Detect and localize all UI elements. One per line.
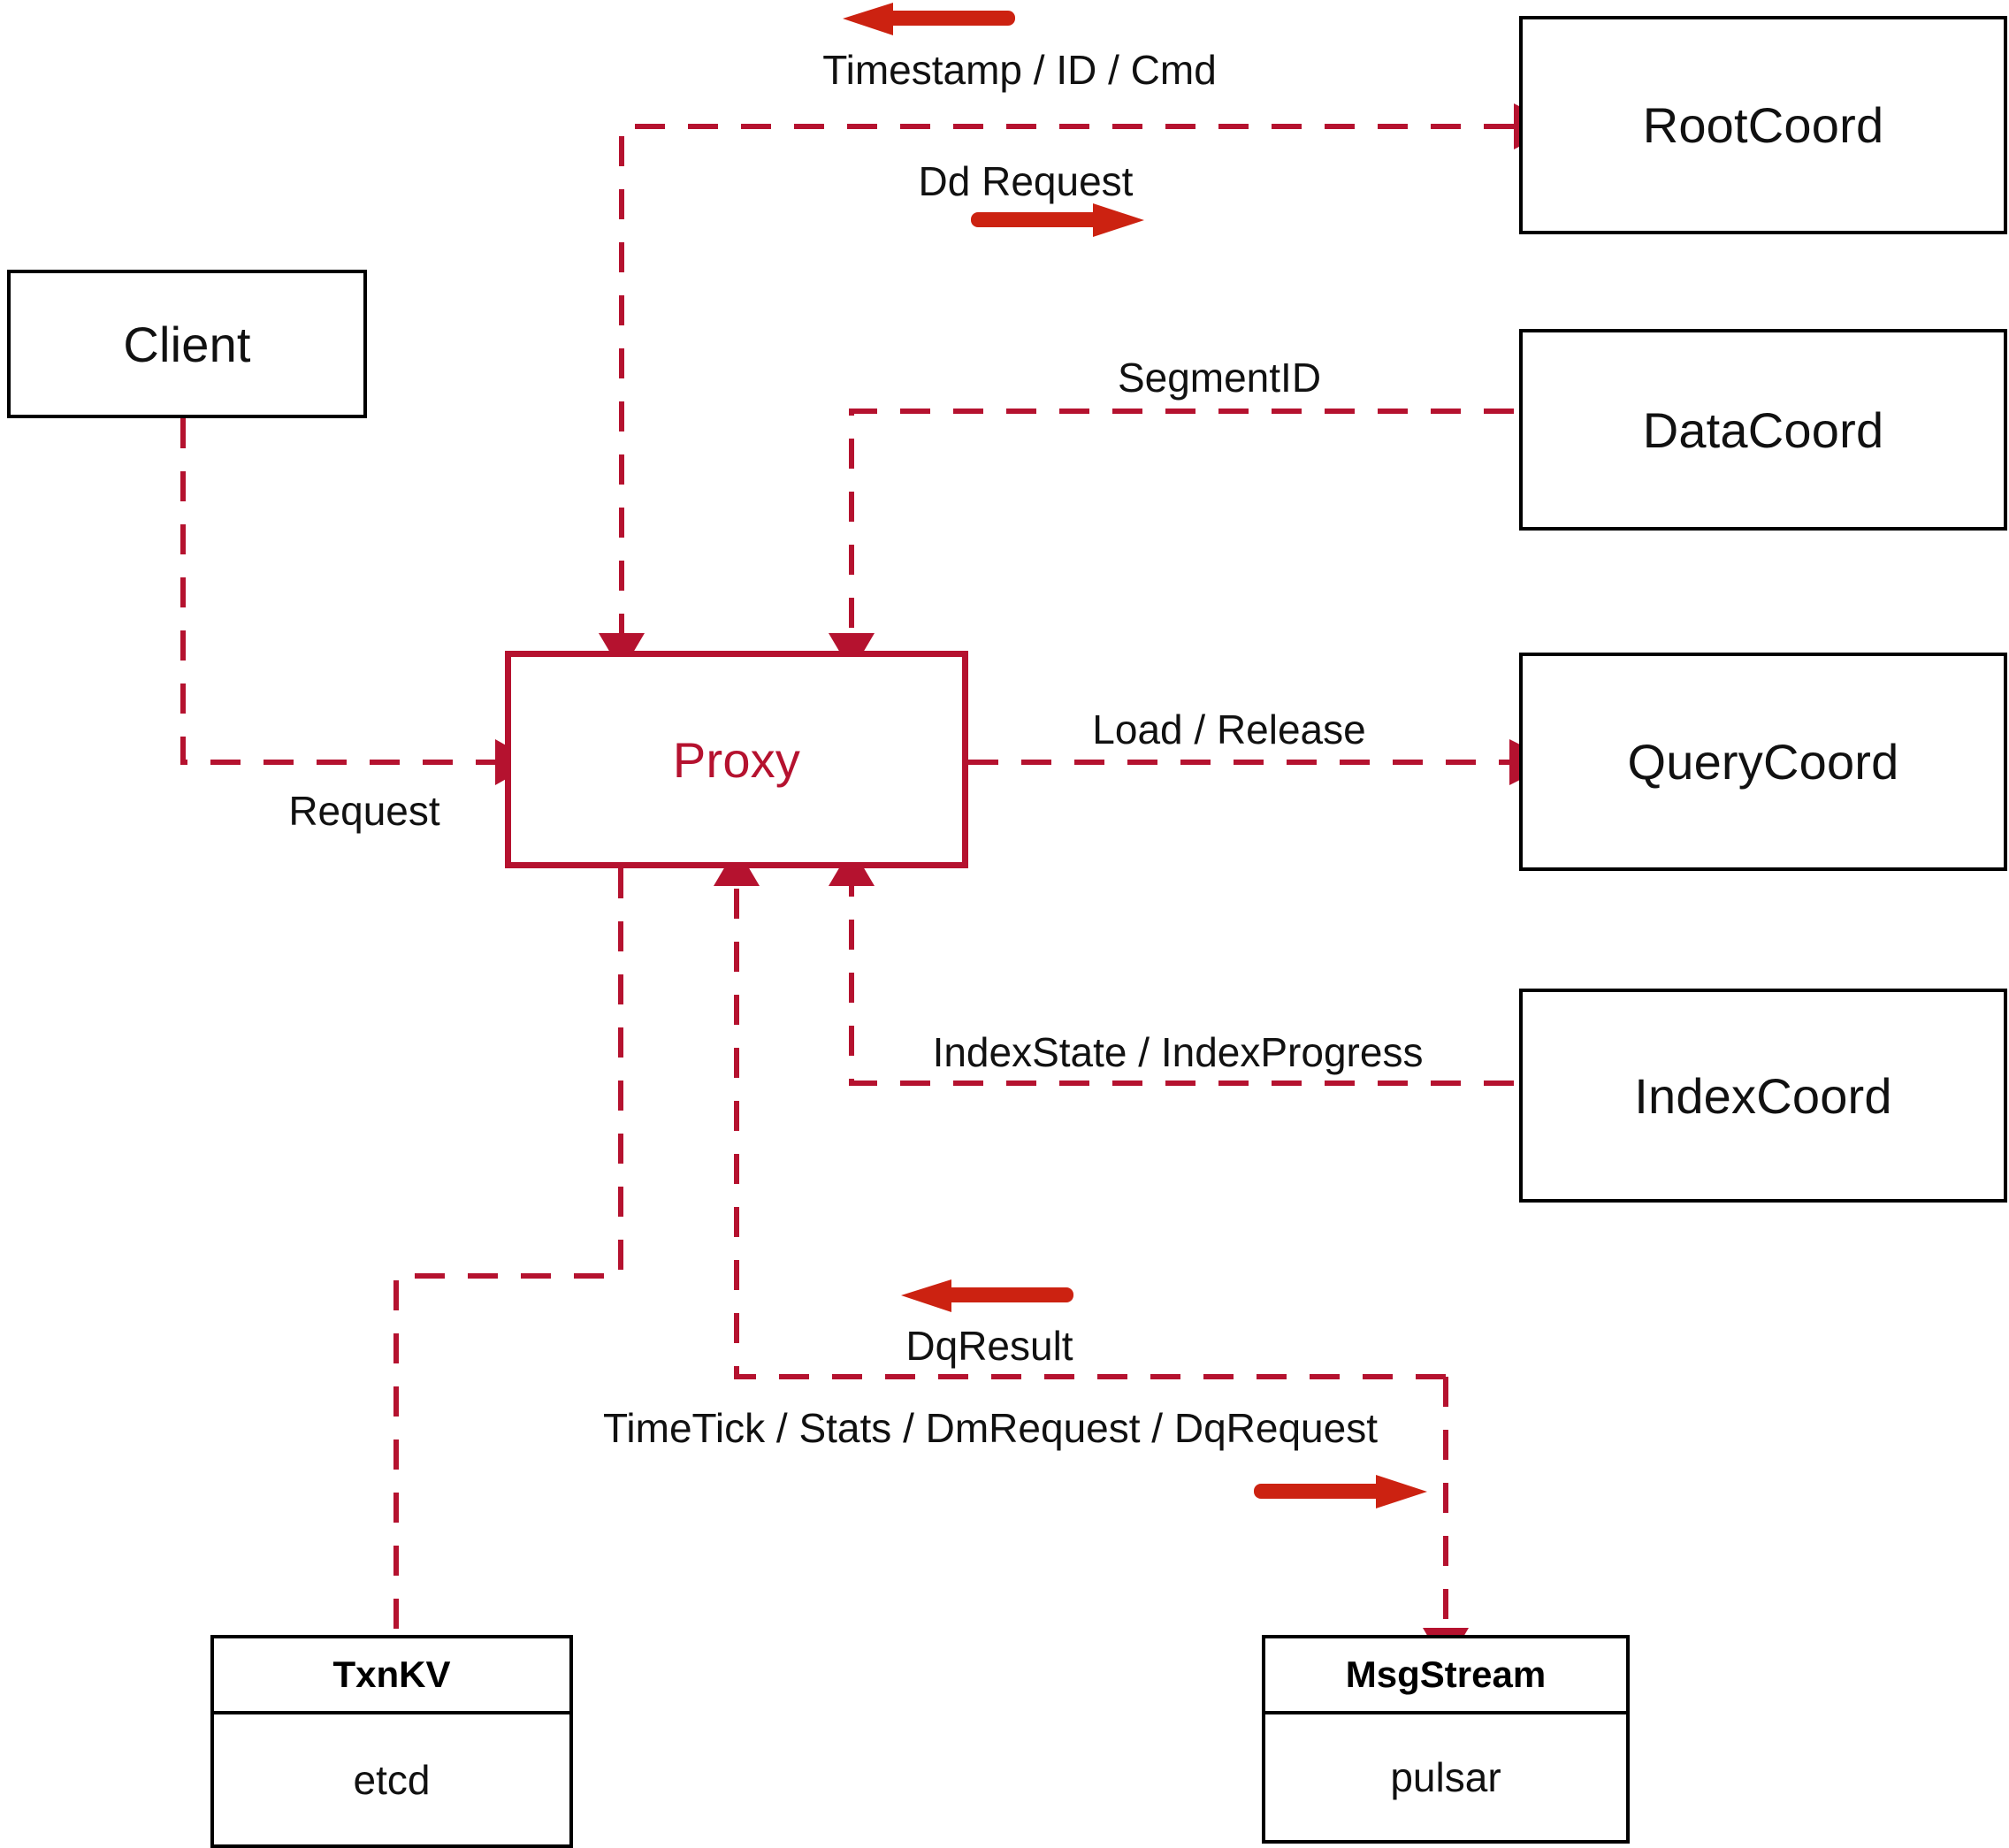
node-querycoord-label: QueryCoord (1627, 734, 1899, 790)
node-indexcoord[interactable]: IndexCoord (1519, 989, 2007, 1203)
node-querycoord[interactable]: QueryCoord (1519, 653, 2007, 871)
link-proxy-to-txnkv (393, 868, 623, 1631)
edge-label-dd-request: Dd Request (918, 158, 1134, 204)
arrow-dqresult-left (901, 1279, 1073, 1312)
node-rootcoord[interactable]: RootCoord (1519, 16, 2007, 234)
link-msgstream-to-proxy (734, 878, 1446, 1379)
link-rootcoord-to-proxy (619, 124, 1514, 641)
node-msgstream-impl: pulsar (1390, 1754, 1501, 1800)
node-txnkv-impl: etcd (353, 1756, 431, 1803)
node-indexcoord-label: IndexCoord (1634, 1067, 1892, 1124)
link-datacoord-to-proxy (849, 409, 1514, 641)
node-datacoord-label: DataCoord (1642, 401, 1884, 458)
edge-label-dq-result: DqResult (905, 1323, 1073, 1369)
edge-label-timetick-stats: TimeTick / Stats / DmRequest / DqRequest (603, 1405, 1378, 1451)
edge-label-timestamp-id-cmd: Timestamp / ID / Cmd (822, 47, 1217, 93)
node-txnkv-title: TxnKV (332, 1653, 451, 1695)
edge-label-segment-id: SegmentID (1117, 355, 1322, 401)
edge-label-request: Request (288, 788, 440, 834)
arrow-ddrequest-right (971, 203, 1144, 237)
node-txnkv-body: etcd (214, 1714, 569, 1844)
node-client-label: Client (123, 316, 251, 372)
node-msgstream[interactable]: MsgStream pulsar (1262, 1635, 1630, 1844)
edge-label-load-release: Load / Release (1092, 706, 1366, 752)
node-msgstream-title: MsgStream (1345, 1653, 1547, 1695)
node-msgstream-header: MsgStream (1265, 1638, 1626, 1714)
node-msgstream-body: pulsar (1265, 1714, 1626, 1840)
node-txnkv[interactable]: TxnKV etcd (210, 1635, 573, 1848)
node-proxy-label: Proxy (672, 731, 801, 788)
arrow-timestamp-left (843, 3, 1015, 35)
link-indexcoord-to-proxy (849, 878, 1514, 1086)
node-datacoord[interactable]: DataCoord (1519, 329, 2007, 531)
edge-label-index-state-progress: IndexState / IndexProgress (932, 1029, 1424, 1075)
node-txnkv-header: TxnKV (214, 1638, 569, 1714)
arrow-dmrequest-right (1254, 1475, 1427, 1508)
node-proxy[interactable]: Proxy (505, 651, 968, 868)
node-rootcoord-label: RootCoord (1642, 97, 1884, 153)
link-client-to-proxy (180, 418, 495, 765)
node-client[interactable]: Client (7, 270, 367, 418)
direction-arrows (843, 3, 1427, 1508)
